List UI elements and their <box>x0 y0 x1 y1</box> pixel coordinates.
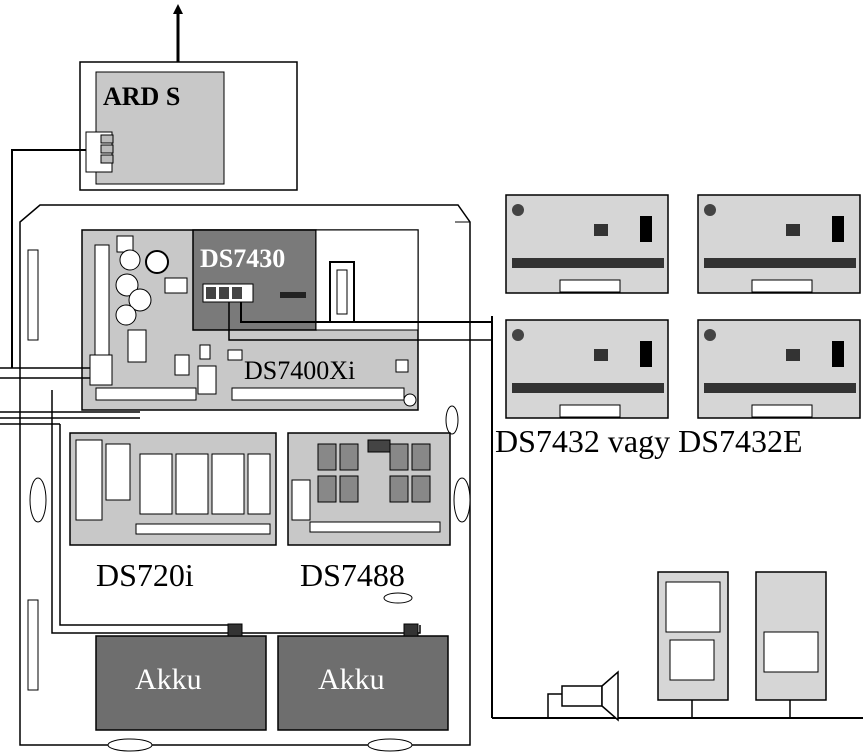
ard-s-module <box>79 61 298 191</box>
ds720i-label: DS720i <box>96 557 194 593</box>
battery-2 <box>277 623 449 731</box>
ds7400xi-label: DS7400Xi <box>244 356 356 385</box>
battery-1 <box>95 623 267 731</box>
ds7432-module <box>505 194 669 294</box>
battery-label-1: Akku <box>135 663 202 696</box>
ds7430-label: DS7430 <box>200 244 286 273</box>
ds7432-module <box>697 319 861 419</box>
ds7430-module <box>192 229 419 331</box>
ds7432-label: DS7432 vagy DS7432E <box>495 423 803 459</box>
ard-s-label: ARD S <box>103 82 181 111</box>
ds7488-label: DS7488 <box>300 557 405 593</box>
battery-label-2: Akku <box>318 663 385 696</box>
ds7432-module <box>505 319 669 419</box>
ds7488-module <box>287 432 451 546</box>
antenna-icon <box>173 4 183 62</box>
keypad-icon <box>755 571 827 718</box>
ds720i-module <box>69 432 277 546</box>
ds7432-module <box>697 194 861 294</box>
keypad-icon <box>657 571 729 718</box>
siren-icon <box>547 670 619 722</box>
